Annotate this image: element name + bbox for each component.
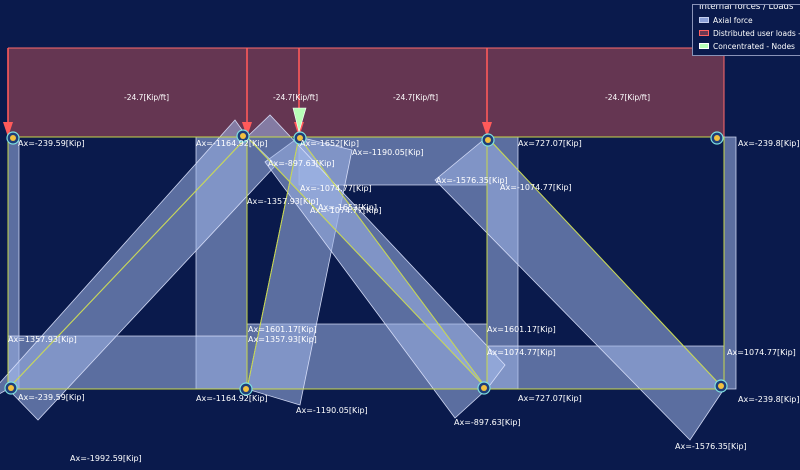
nodes — [4, 129, 728, 396]
node-icon[interactable] — [714, 379, 728, 393]
node-icon[interactable] — [477, 381, 491, 395]
legend-item-label: Axial force — [713, 15, 753, 25]
frame-members — [7, 136, 725, 390]
distributed-load-area — [8, 48, 724, 137]
axial-label: Ax=727.07[Kip] — [518, 394, 582, 403]
axial-label: Ax=-1164.92[Kip] — [196, 394, 268, 403]
legend-item-axial-force[interactable]: Axial force — [699, 15, 753, 25]
legend-item-distributed-loads[interactable]: Distributed user loads - Me — [699, 28, 800, 38]
node-icon[interactable] — [6, 131, 20, 145]
axial-label: Ax=-239.8[Kip] — [738, 395, 800, 404]
axial-label: Ax=-1992.59[Kip] — [70, 454, 142, 463]
axial-label: Ax=1074.77[Kip] — [487, 348, 556, 357]
load-arrow — [3, 48, 13, 137]
legend-title: Internal forces / Loads — [697, 4, 796, 12]
axial-label: Ax=1601.17[Kip] — [248, 325, 317, 334]
node-icon[interactable] — [481, 133, 495, 147]
load-arrow — [482, 48, 492, 137]
axial-labels: Ax=-239.59[Kip] Ax=-1164.92[Kip] Ax=-165… — [8, 139, 800, 463]
distributed-load-label: -24.7[Kip/ft] — [393, 93, 438, 102]
axial-force-diagrams — [0, 114, 737, 441]
distributed-load-label: -24.7[Kip/ft] — [605, 93, 650, 102]
axial-label: Ax=1074.77[Kip] — [727, 348, 796, 357]
axial-label: Ax=1601.17[Kip] — [487, 325, 556, 334]
axial-label: Ax=-1190.05[Kip] — [352, 148, 424, 157]
axial-label: Ax=-1576.35[Kip] — [436, 176, 508, 185]
axial-label: Ax=-239.59[Kip] — [18, 139, 85, 148]
axial-label: Ax=-897.63[Kip] — [454, 418, 521, 427]
axial-label: Ax=-1074.77[Kip] — [300, 184, 372, 193]
distributed-load-band — [8, 47, 725, 137]
node-icon[interactable] — [4, 381, 18, 395]
legend-panel: Internal forces / Loads Axial force Dist… — [692, 4, 800, 56]
node-icon[interactable] — [236, 129, 250, 143]
distributed-load-label: -24.7[Kip/ft] — [273, 93, 318, 102]
axial-label: Ax=-1576.35[Kip] — [675, 442, 747, 451]
load-arrow — [242, 48, 252, 137]
axial-label: Ax=-1164.92[Kip] — [196, 139, 268, 148]
legend-swatch — [699, 43, 709, 49]
axial-label: Ax=-1190.05[Kip] — [296, 406, 368, 415]
legend-swatch — [699, 30, 709, 36]
axial-label: Ax=-239.59[Kip] — [18, 393, 85, 402]
axial-label: Ax=-1074.77[Kip] — [500, 183, 572, 192]
axial-label: Ax=1357.93[Kip] — [248, 335, 317, 344]
axial-label: Ax=-897.63[Kip] — [268, 159, 335, 168]
node-icon[interactable] — [293, 131, 307, 145]
axial-label: Ax=-1357.93[Kip] — [247, 197, 319, 206]
distributed-load-label: -24.7[Kip/ft] — [124, 93, 169, 102]
legend-item-label: Concentrated - Nodes — [713, 41, 795, 51]
node-icon[interactable] — [239, 382, 253, 396]
concentrated-load — [292, 107, 307, 134]
axial-label: Ax=727.07[Kip] — [518, 139, 582, 148]
axial-label: Ax=-1652[Kip] — [300, 139, 359, 148]
node-icon[interactable] — [710, 131, 724, 145]
axial-label: Ax=1357.93[Kip] — [8, 335, 77, 344]
axial-label: Ax=-239.8[Kip] — [738, 139, 800, 148]
axial-label: Ax=-1074.77[Kip] — [310, 206, 382, 215]
legend-item-label: Distributed user loads - Me — [713, 28, 800, 38]
axial-label: Ax=-1652[Kip] — [318, 203, 377, 212]
legend-swatch — [699, 17, 709, 23]
legend-item-concentrated-nodes[interactable]: Concentrated - Nodes — [699, 41, 795, 51]
